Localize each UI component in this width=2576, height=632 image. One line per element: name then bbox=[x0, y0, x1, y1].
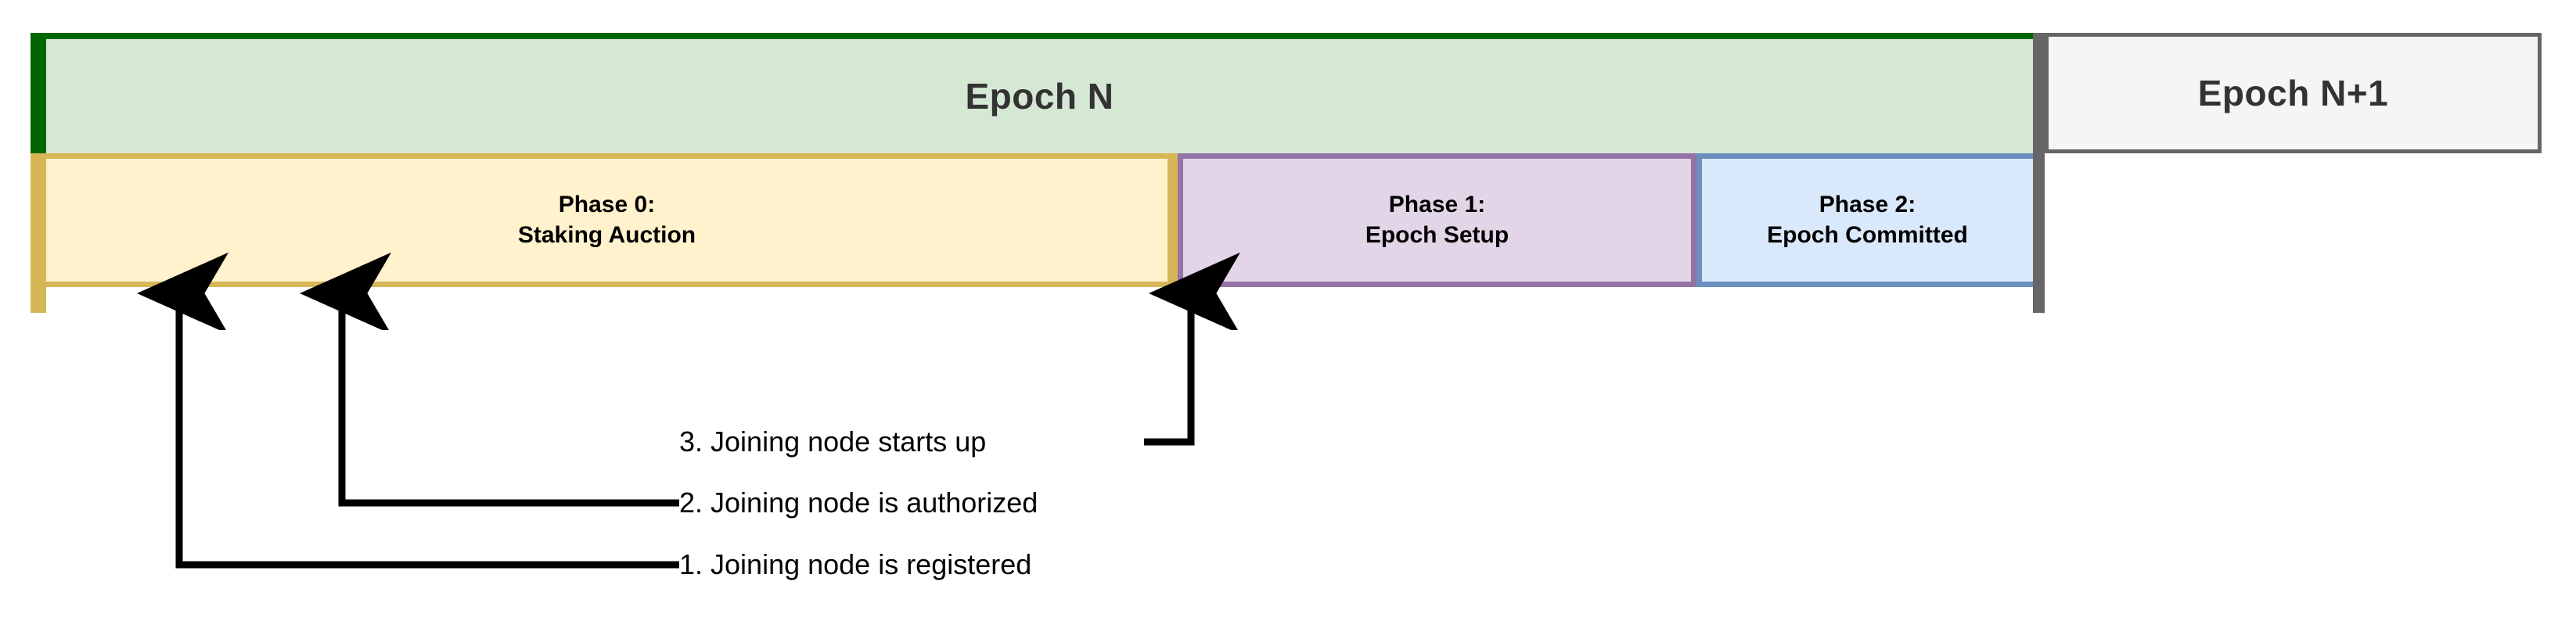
phase-2-label: Phase 2: Epoch Committed bbox=[1767, 190, 1968, 250]
phase-0-subtitle: Staking Auction bbox=[517, 221, 696, 248]
leader-line-2 bbox=[342, 293, 679, 507]
phase-1-label: Phase 1: Epoch Setup bbox=[1365, 190, 1509, 250]
epoch-n-plus-1-box: Epoch N+1 bbox=[2045, 33, 2542, 153]
epoch-n-box: Epoch N bbox=[31, 33, 2033, 153]
phase-2-box: Phase 2: Epoch Committed bbox=[1696, 153, 2038, 287]
epoch-n-label: Epoch N bbox=[965, 76, 1114, 117]
annotation-3-label: 3. Joining node starts up bbox=[679, 426, 987, 458]
epoch-n-plus-1-label: Epoch N+1 bbox=[2197, 73, 2389, 113]
leader-line-1 bbox=[179, 293, 679, 569]
phase-0-title: Phase 0: bbox=[558, 192, 656, 218]
phase-0-label: Phase 0: Staking Auction bbox=[518, 190, 696, 250]
annotation-2-label: 2. Joining node is authorized bbox=[679, 487, 1038, 519]
phase-1-box: Phase 1: Epoch Setup bbox=[1178, 153, 1696, 287]
phase-0-left-edge-extension bbox=[31, 287, 46, 313]
phase-1-subtitle: Epoch Setup bbox=[1365, 221, 1509, 248]
phase-2-title: Phase 2: bbox=[1819, 192, 1916, 218]
leader-line-3 bbox=[1144, 293, 1191, 446]
phase-2-subtitle: Epoch Committed bbox=[1767, 221, 1968, 248]
phase-0-box: Phase 0: Staking Auction bbox=[31, 153, 1178, 287]
epoch-boundary-divider bbox=[2033, 33, 2045, 313]
phase-1-title: Phase 1: bbox=[1388, 192, 1486, 218]
annotation-1-label: 1. Joining node is registered bbox=[679, 548, 1032, 580]
